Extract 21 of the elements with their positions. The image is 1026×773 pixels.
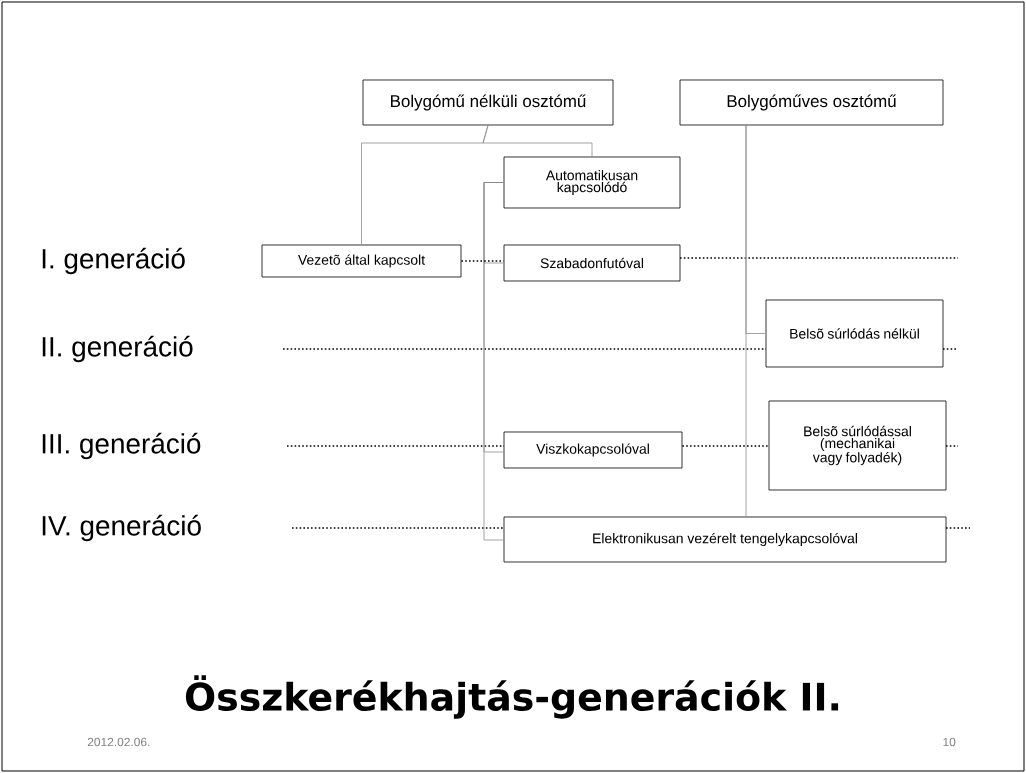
category-box: Bolygóműves osztómű bbox=[679, 79, 944, 126]
category-box: Elektronikusan vezérelt tengelykapcsolóval bbox=[503, 516, 947, 563]
category-box: Viszkokapcsolóval bbox=[503, 431, 683, 469]
category-box: Automatikusan kapcsolódó bbox=[503, 156, 681, 209]
page-number: 10 bbox=[943, 737, 956, 747]
generation-label: II. generáció bbox=[42, 335, 193, 363]
tree-line bbox=[745, 124, 747, 518]
generation-label: I. generáció bbox=[42, 247, 185, 275]
date-label: 2012.02.06. bbox=[87, 737, 150, 747]
generation-label: III. generáció bbox=[42, 432, 201, 460]
tree-line bbox=[483, 182, 504, 541]
category-box: Vezetõ által kapcsolt bbox=[261, 244, 462, 278]
generation-label: IV. generáció bbox=[42, 514, 201, 542]
category-box: Bolygómű nélküli osztómű bbox=[362, 79, 614, 126]
dotted-connector bbox=[681, 445, 770, 447]
slide-title: Összkerékhajtás-generációk II. bbox=[185, 675, 839, 719]
category-box: Belsõ súrlódás nélkül bbox=[765, 299, 944, 368]
tree-line bbox=[482, 125, 593, 157]
category-box: Belsõ súrlódással (mechanikai vagy folyadék) bbox=[768, 400, 947, 491]
dotted-connector bbox=[460, 260, 505, 262]
category-box: Szabadonfutóval bbox=[503, 244, 681, 282]
